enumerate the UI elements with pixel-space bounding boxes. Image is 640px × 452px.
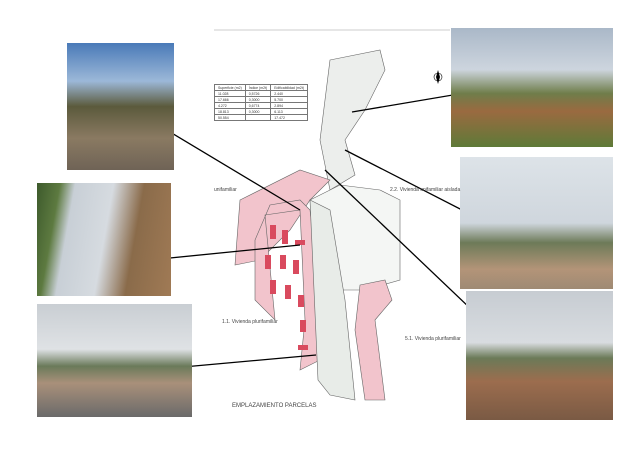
area-table: Superficie (m2) Índice (m2t) Edificabili… [214,84,308,121]
label-zone-5-1: 5.1. Vivienda plurifamiliar [405,336,461,342]
photo-bottom-right-dirt [466,291,613,420]
parcel-5-1 [354,279,393,401]
main-road [309,199,356,401]
photo-mid-right-road [460,157,613,289]
cell: 50.554 [214,114,246,121]
cell: 17.472 [270,114,308,121]
label-zone-1-1: 1.1. Vivienda plurifamiliar [222,319,278,325]
building-blocks [265,225,308,350]
label-zone-2-2: 2.2. Vivienda unifamiliar aislada [390,187,461,193]
table-header-row: Superficie (m2) Índice (m2t) Edificabili… [214,84,308,91]
north-arrow-icon [433,70,443,84]
cell [244,114,272,121]
label-unifamiliar: unifamiliar [214,187,237,193]
table-row: 50.554 17.472 [214,114,308,121]
upper-road-area [319,49,386,191]
plan-title: EMPLAZAMIENTO PARCELAS [232,403,317,409]
photo-hillside-road [37,183,171,296]
photo-top-right-slope [451,28,613,147]
photo-sunlit-road [67,43,174,170]
photo-barrier-site [37,304,192,417]
